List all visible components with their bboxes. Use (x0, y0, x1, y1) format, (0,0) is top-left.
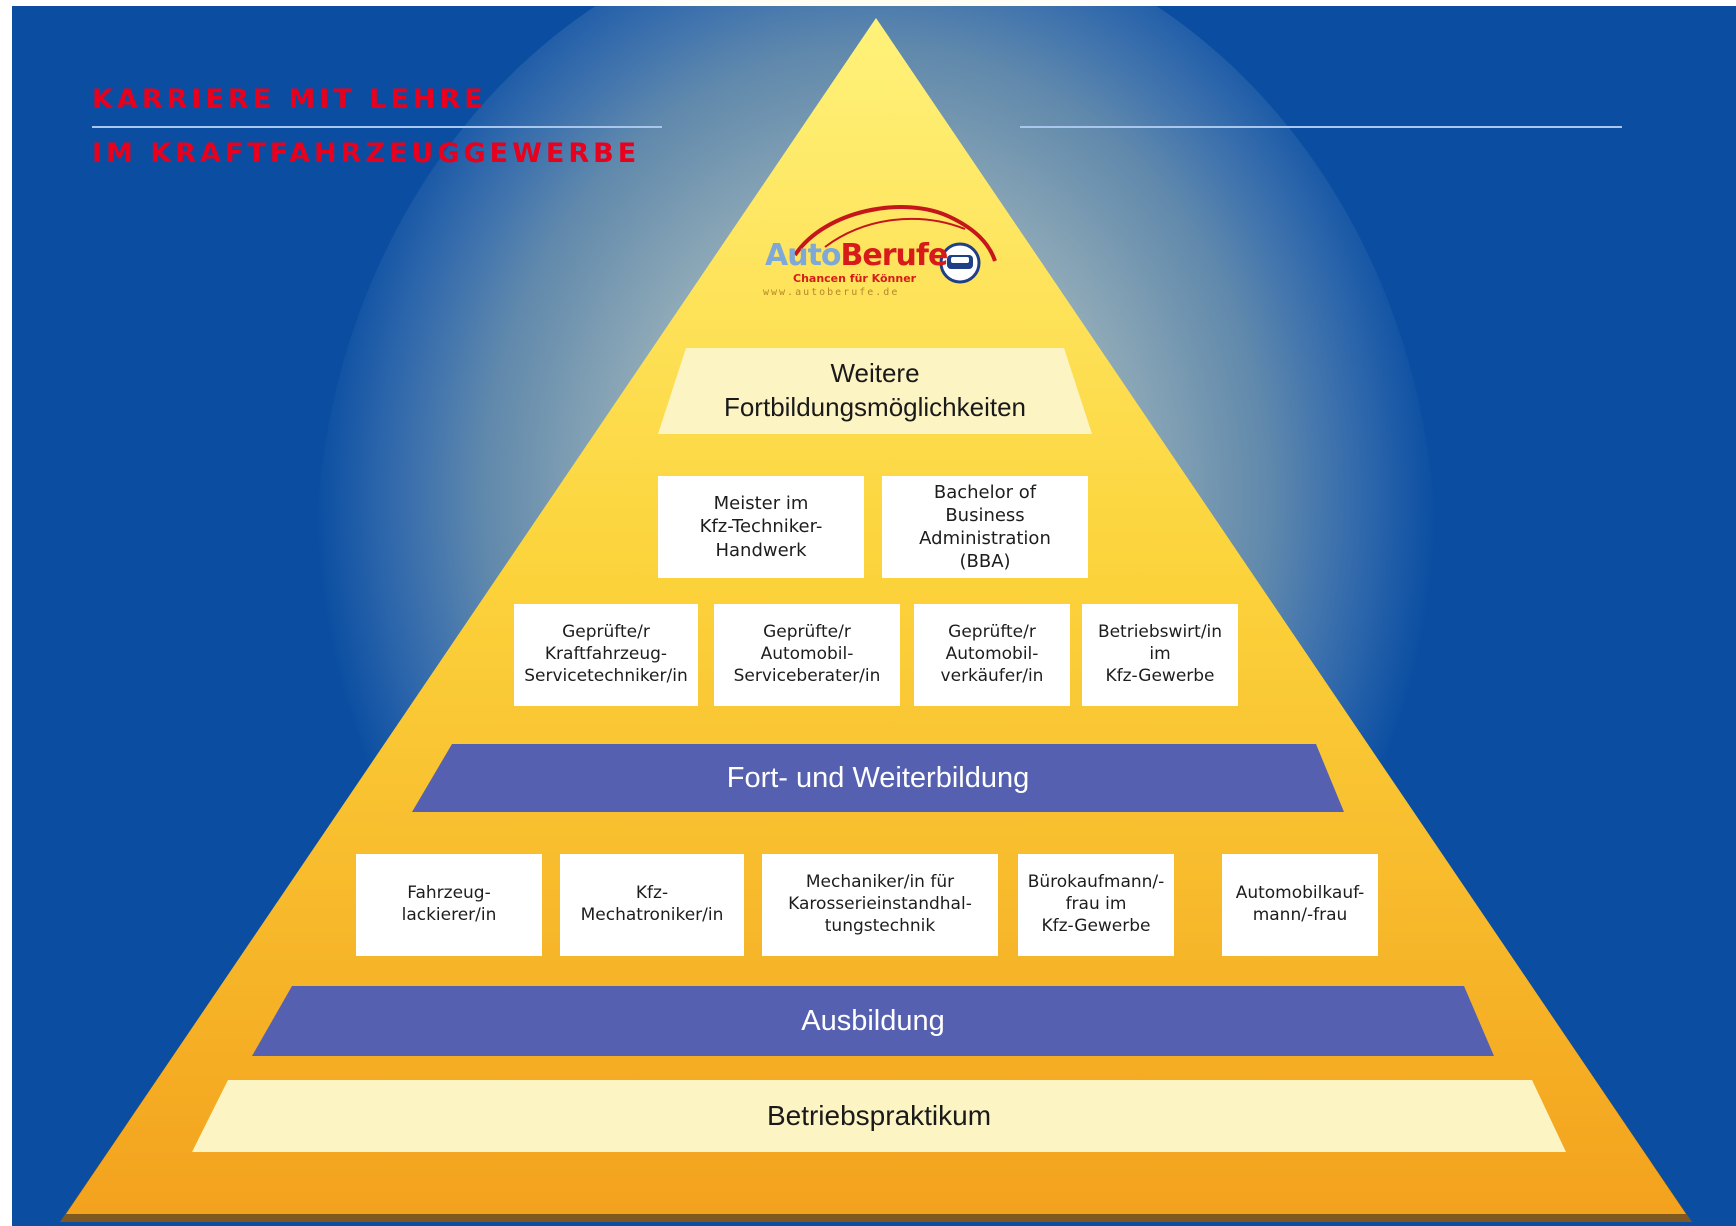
training-band (252, 986, 1494, 1056)
logo-url: www.autoberufe.de (763, 287, 900, 298)
header-divider-left (92, 126, 662, 128)
apprenticeship-box-lackierer: Fahrzeug- lackierer/in (356, 854, 542, 956)
logo-wordmark: AutoBerufe (765, 238, 949, 273)
logo-wordmark-part2: Berufe (840, 238, 949, 273)
internship-band (192, 1080, 1566, 1152)
specialist-box-servicetechniker: Geprüfte/r Kraftfahrzeug- Servicetechnik… (514, 604, 698, 706)
top-title-block (658, 348, 1092, 434)
further-education-band (412, 744, 1344, 812)
internship-label: Betriebspraktikum (766, 1100, 992, 1131)
specialist-box-serviceberater: Geprüfte/r Automobil- Serviceberater/in (714, 604, 900, 706)
logo-tagline: Chancen für Könner (793, 272, 917, 285)
header-title-line2: IM KRAFTFAHRZEUGGEWERBE (92, 138, 641, 169)
masters-box-bba: Bachelor of Business Administration (BBA… (882, 476, 1088, 578)
masters-box-meister: Meister im Kfz-Techniker- Handwerk (658, 476, 864, 578)
further-education-label: Fort- und Weiterbildung (726, 761, 1030, 794)
header-divider-right (1020, 126, 1622, 128)
apprenticeship-box-karosserie: Mechaniker/in für Karosserieinstandhal- … (762, 854, 998, 956)
apprenticeship-box-automobilkaufmann: Automobilkauf- mann/-frau (1222, 854, 1378, 956)
header-title-line1: KARRIERE MIT LEHRE (92, 84, 487, 115)
logo-swoosh-icon (793, 205, 997, 284)
apprenticeship-box-mechatroniker: Kfz- Mechatroniker/in (560, 854, 744, 956)
autoberufe-logo: AutoBerufe Chancen für Könner www.autobe… (755, 195, 1005, 305)
specialist-box-betriebswirt: Betriebswirt/in im Kfz-Gewerbe (1082, 604, 1238, 706)
apprenticeship-box-buerokaufmann: Bürokaufmann/- frau im Kfz-Gewerbe (1018, 854, 1174, 956)
top-title-text: Weitere Fortbildungsmöglichkeiten (723, 358, 1027, 422)
training-label: Ausbildung (801, 1004, 945, 1037)
specialist-box-automobilverkaeufer: Geprüfte/r Automobil- verkäufer/in (914, 604, 1070, 706)
logo-wordmark-part1: Auto (765, 238, 842, 273)
